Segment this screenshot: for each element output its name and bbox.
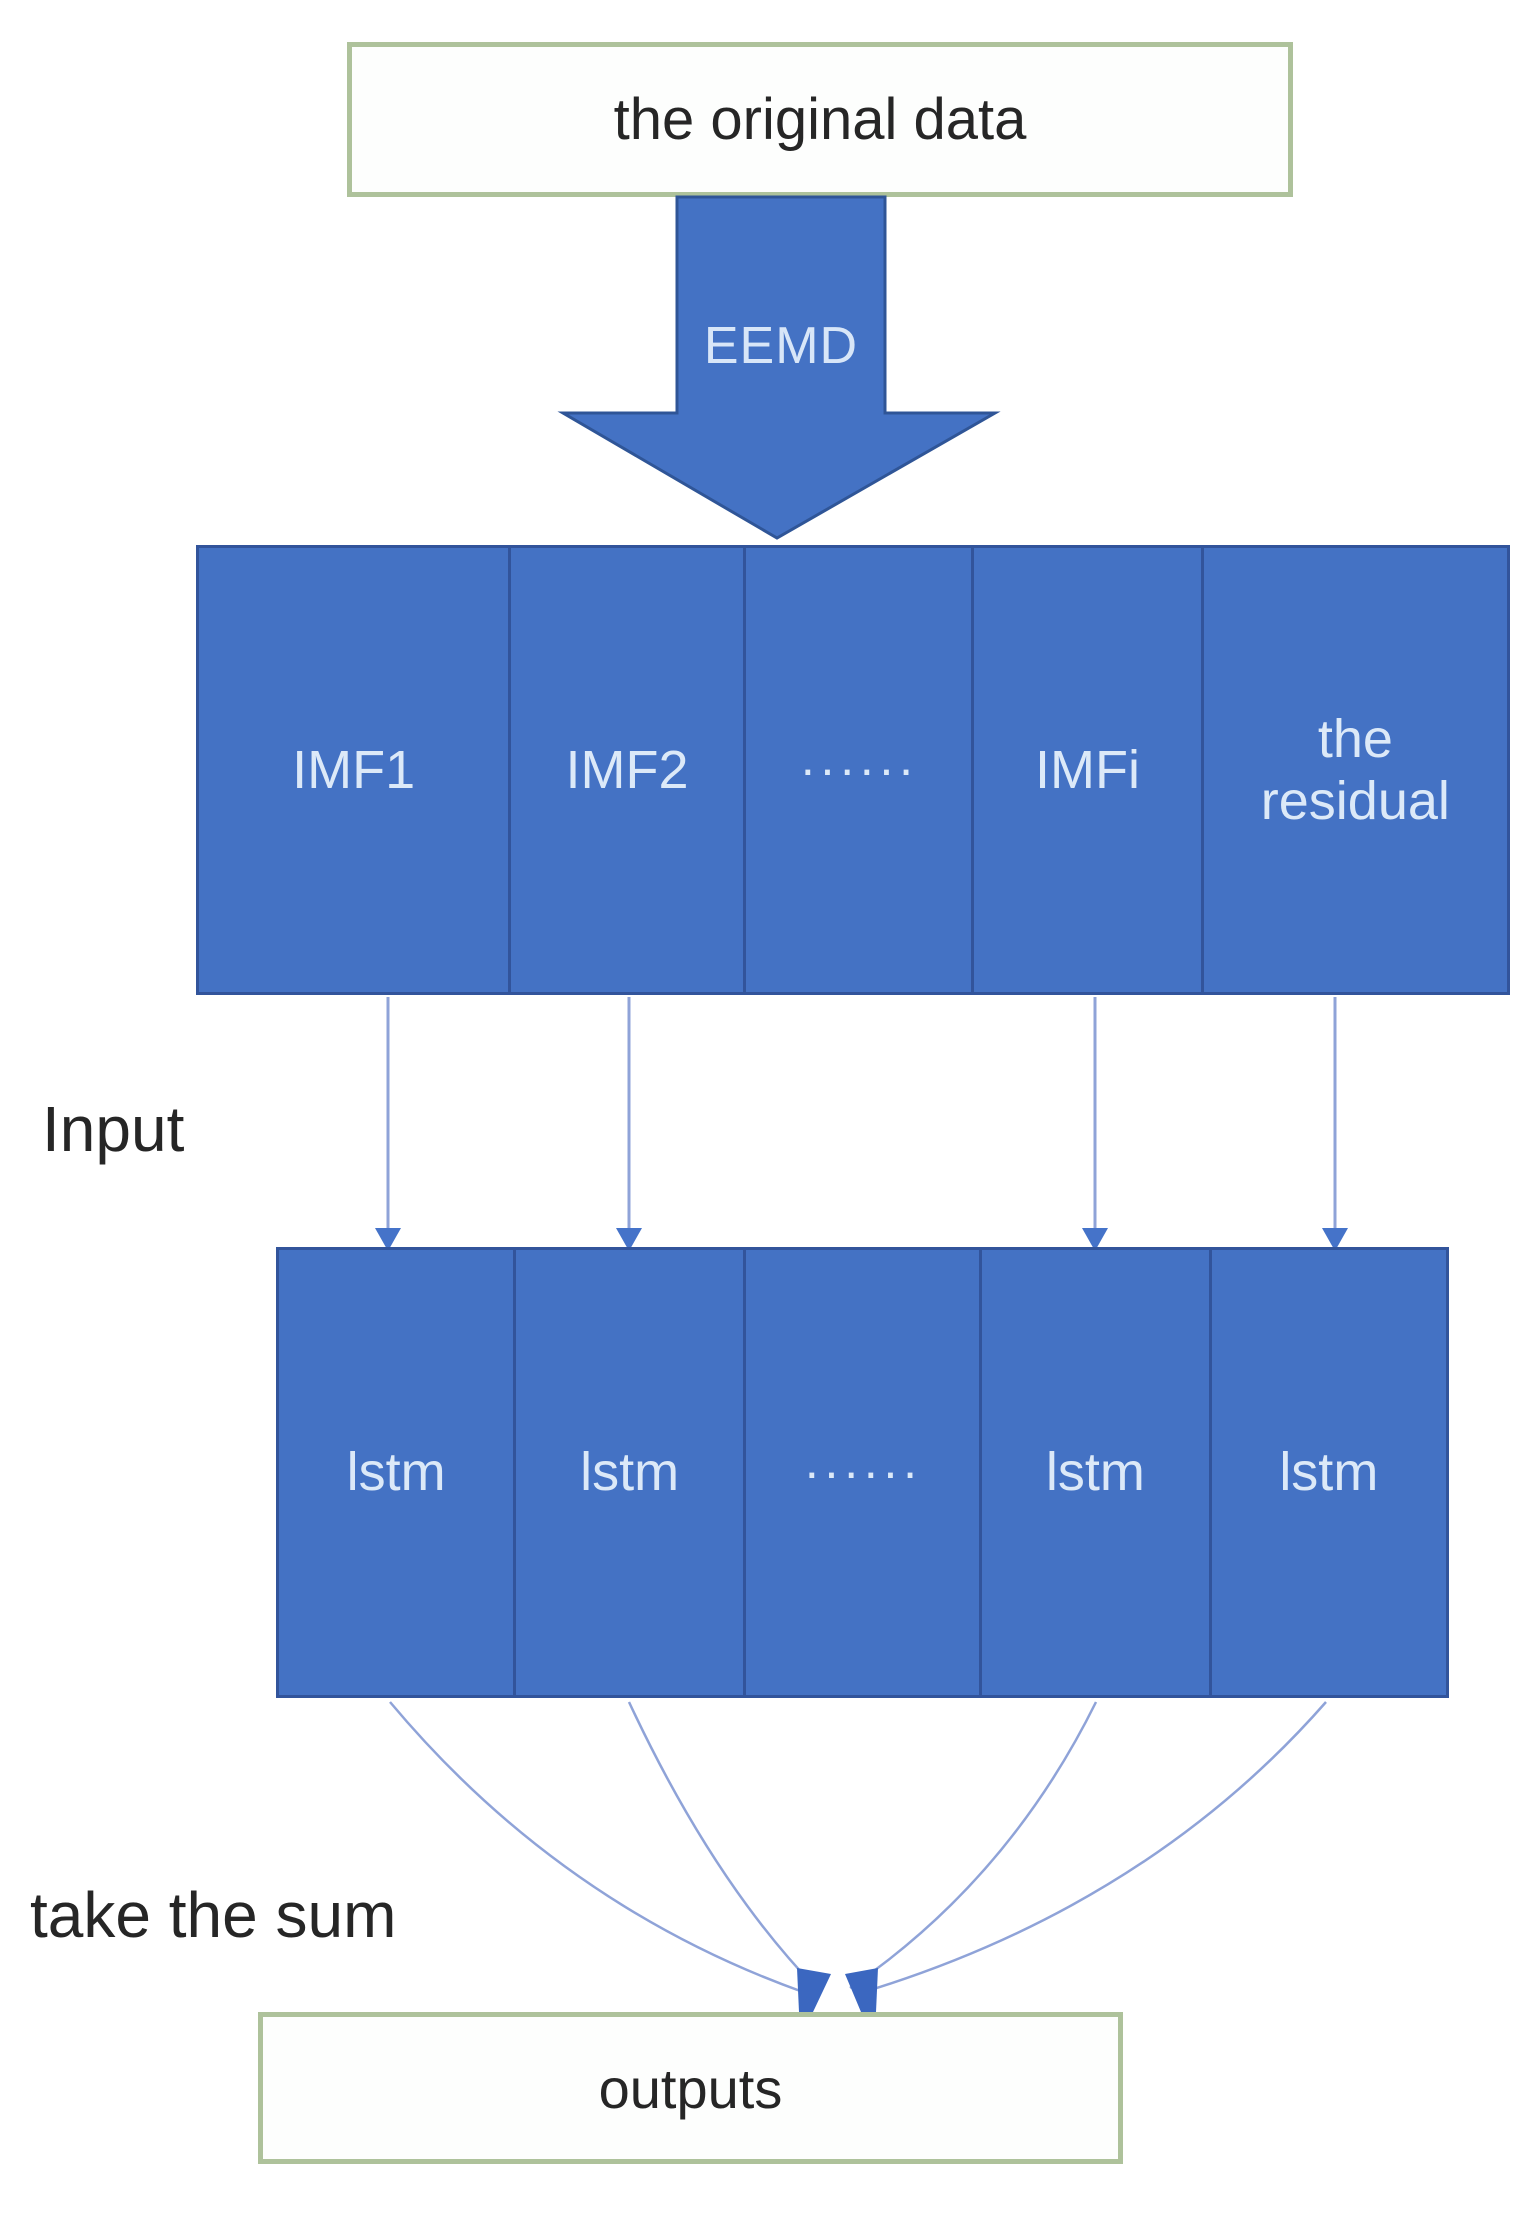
original-data-box: the original data: [347, 42, 1293, 197]
imf1-cell: IMF1: [199, 548, 509, 992]
eemd-label: EEMD: [703, 317, 859, 375]
outputs-box: outputs: [258, 2012, 1123, 2164]
original-data-label: the original data: [613, 87, 1027, 152]
imf1-label: IMF1: [292, 739, 416, 800]
sum-line: [863, 1701, 1327, 1994]
sum-arrowhead-icon: [845, 1968, 878, 2012]
lstm-cell-2: lstm: [516, 1250, 743, 1695]
lstm-ellipsis-label: ······: [803, 1443, 922, 1500]
lstm-label: lstm: [580, 1442, 680, 1503]
sum-arrowhead-icon: [797, 1968, 831, 2012]
lstm-ellipsis-cell: ······: [745, 1250, 980, 1695]
imf2-cell: IMF2: [511, 548, 743, 992]
take-the-sum-label: take the sum: [30, 1879, 397, 1951]
lstm-cell-3: lstm: [982, 1250, 1209, 1695]
residual-cell: the residual: [1203, 548, 1507, 992]
input-label: Input: [42, 1093, 185, 1165]
outputs-label: outputs: [598, 2056, 783, 2120]
sum-line: [627, 1701, 817, 1989]
lstm-label: lstm: [1045, 1442, 1145, 1503]
lstm-row: lstm lstm ······ lstm lstm: [276, 1247, 1449, 1698]
sum-line: [389, 1701, 804, 1994]
imf2-label: IMF2: [565, 739, 689, 800]
imfi-cell: IMFi: [974, 548, 1201, 992]
imfi-label: IMFi: [1034, 739, 1140, 800]
imf-ellipsis-label: ······: [799, 741, 918, 798]
sum-line: [849, 1701, 1098, 1990]
imf-ellipsis-cell: ······: [745, 548, 972, 992]
lstm-label: lstm: [1279, 1442, 1379, 1503]
lstm-cell-1: lstm: [279, 1250, 514, 1695]
lstm-label: lstm: [346, 1442, 446, 1503]
residual-label: the residual: [1260, 708, 1450, 831]
imf-row: IMF1 IMF2 ······ IMFi the residual: [196, 545, 1510, 995]
lstm-cell-4: lstm: [1211, 1250, 1446, 1695]
